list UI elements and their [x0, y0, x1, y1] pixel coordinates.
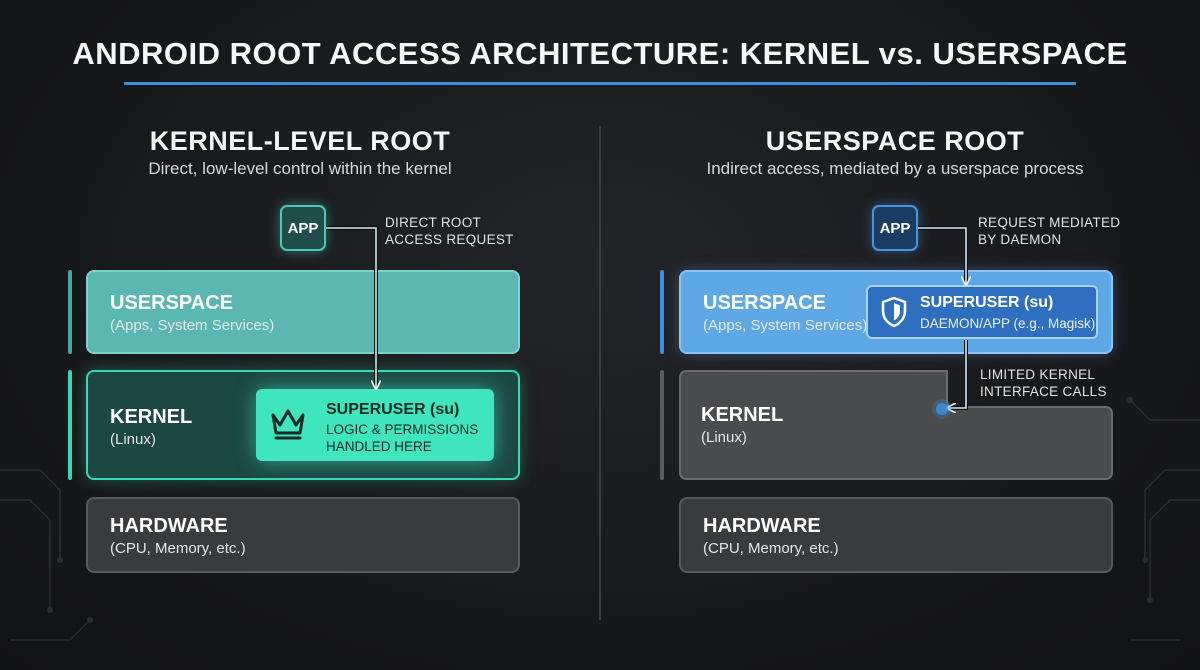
right-app-box: APP: [872, 205, 918, 251]
right-app-label: APP: [879, 219, 911, 237]
right-userspace-bar: [660, 270, 664, 354]
crown-icon: [271, 409, 305, 440]
right-heading: USERSPACE ROOT: [765, 126, 1025, 156]
diagram-title: ANDROID ROOT ACCESS ARCHITECTURE: KERNEL…: [72, 36, 1128, 71]
left-userspace-bar: [68, 270, 72, 354]
left-hardware-layer: HARDWARE (CPU, Memory, etc.): [86, 497, 520, 573]
shield-icon: [881, 296, 907, 328]
right-kernel-layer: KERNEL (Linux): [701, 404, 784, 446]
left-app-label: APP: [287, 219, 319, 237]
left-arrow-label: DIRECT ROOT ACCESS REQUEST: [385, 215, 514, 247]
left-userspace-layer: USERSPACE (Apps, System Services): [86, 270, 520, 354]
left-superuser-box: SUPERUSER (su) LOGIC & PERMISSIONS HANDL…: [256, 389, 494, 461]
column-divider: [599, 126, 601, 620]
left-heading: KERNEL-LEVEL ROOT: [149, 126, 451, 156]
right-superuser-box: SUPERUSER (su) DAEMON/APP (e.g., Magisk): [866, 285, 1098, 339]
left-subheading: Direct, low-level control within the ker…: [148, 159, 452, 178]
right-superuser-title: SUPERUSER (su): [920, 294, 1054, 311]
right-kernel-arrow-label: LIMITED KERNEL INTERFACE CALLS: [980, 367, 1107, 399]
title-underline: [124, 82, 1076, 85]
right-hardware-layer: HARDWARE (CPU, Memory, etc.): [679, 497, 1113, 573]
right-arrow-label: REQUEST MEDIATED BY DAEMON: [978, 215, 1121, 247]
left-superuser-title: SUPERUSER (su): [326, 401, 460, 418]
left-app-box: APP: [280, 205, 326, 251]
left-kernel-bar: [68, 370, 72, 480]
right-superuser-desc: DAEMON/APP (e.g., Magisk): [920, 316, 1096, 331]
left-superuser-desc: LOGIC & PERMISSIONS HANDLED HERE: [326, 422, 479, 454]
right-subheading: Indirect access, mediated by a userspace…: [706, 159, 1084, 178]
right-kernel-bar: [660, 370, 664, 480]
